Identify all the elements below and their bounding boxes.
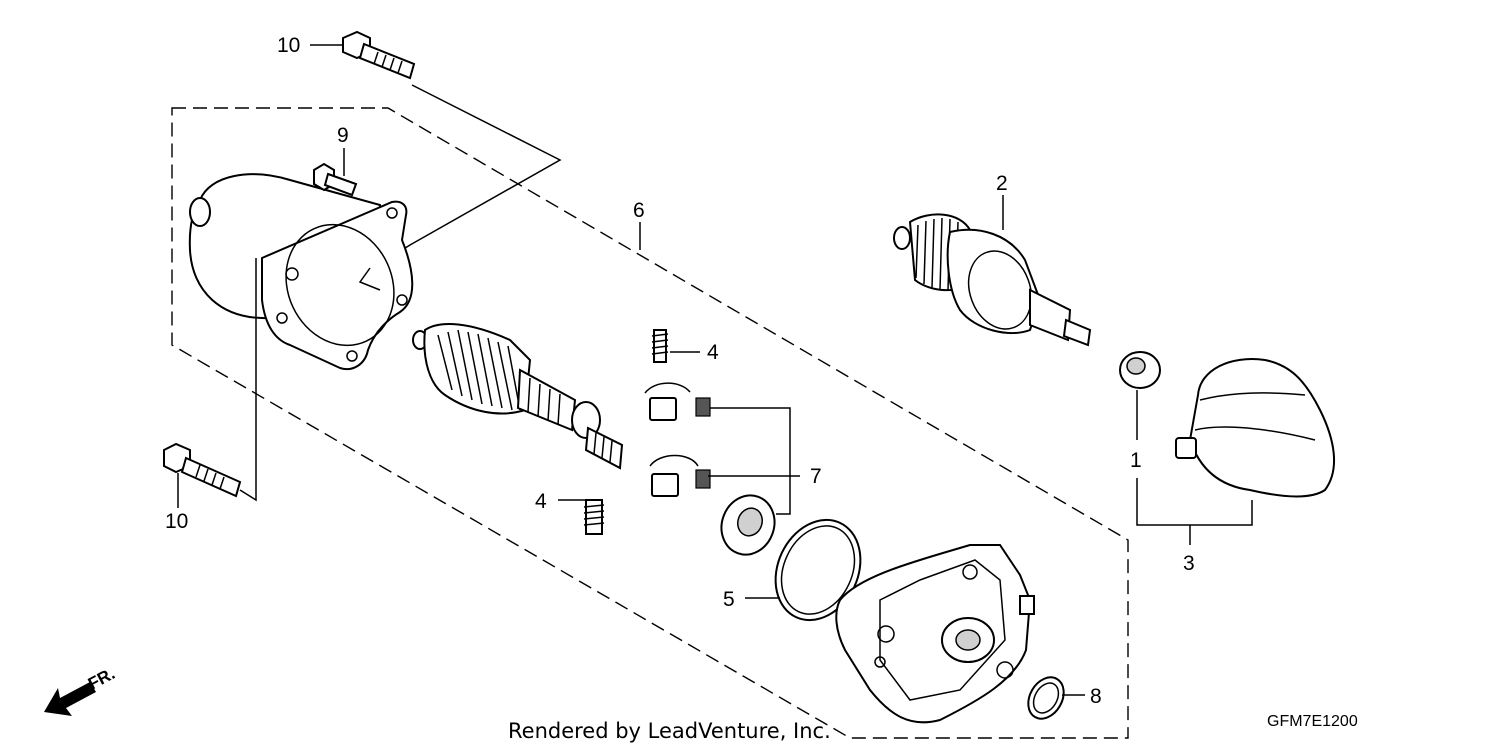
- leader-bolt-path-lower: [239, 258, 257, 502]
- spring-upper[interactable]: [651, 329, 669, 363]
- motor-case[interactable]: [188, 173, 414, 370]
- bushing[interactable]: [1119, 351, 1161, 389]
- callout-2: 2: [996, 172, 1008, 195]
- screw-9[interactable]: [313, 162, 358, 197]
- credit-text: Rendered by LeadVenture, Inc.: [508, 719, 831, 743]
- diagram-code: GFM7E1200: [1267, 713, 1358, 730]
- bearing[interactable]: [713, 488, 782, 562]
- callout-10-upper: 10: [277, 34, 300, 57]
- callout-3: 3: [1183, 552, 1195, 575]
- rear-cover[interactable]: [835, 544, 1035, 724]
- callout-1: 1: [1130, 449, 1142, 472]
- front-cover[interactable]: [1175, 358, 1336, 498]
- callout-8: 8: [1090, 685, 1102, 708]
- callout-4-upper: 4: [707, 341, 719, 364]
- callout-6: 6: [633, 199, 645, 222]
- callout-10-lower: 10: [165, 510, 188, 533]
- bolt-lower[interactable]: [163, 442, 242, 498]
- callout-4-lower: 4: [535, 490, 547, 513]
- washer-8[interactable]: [1021, 671, 1071, 725]
- leader-3: [1136, 478, 1253, 526]
- spring-lower[interactable]: [583, 499, 605, 535]
- armature[interactable]: [412, 323, 624, 470]
- brush-lower[interactable]: [649, 454, 711, 497]
- front-direction-arrow-icon: [44, 682, 96, 716]
- starter-clutch[interactable]: [893, 213, 1092, 347]
- callout-7: 7: [810, 465, 822, 488]
- callout-9: 9: [337, 124, 349, 147]
- callout-5: 5: [723, 588, 735, 611]
- bolt-upper[interactable]: [342, 30, 416, 80]
- assembly-outline: [171, 107, 1129, 739]
- leader-7: [710, 407, 791, 515]
- brush-upper[interactable]: [644, 382, 711, 421]
